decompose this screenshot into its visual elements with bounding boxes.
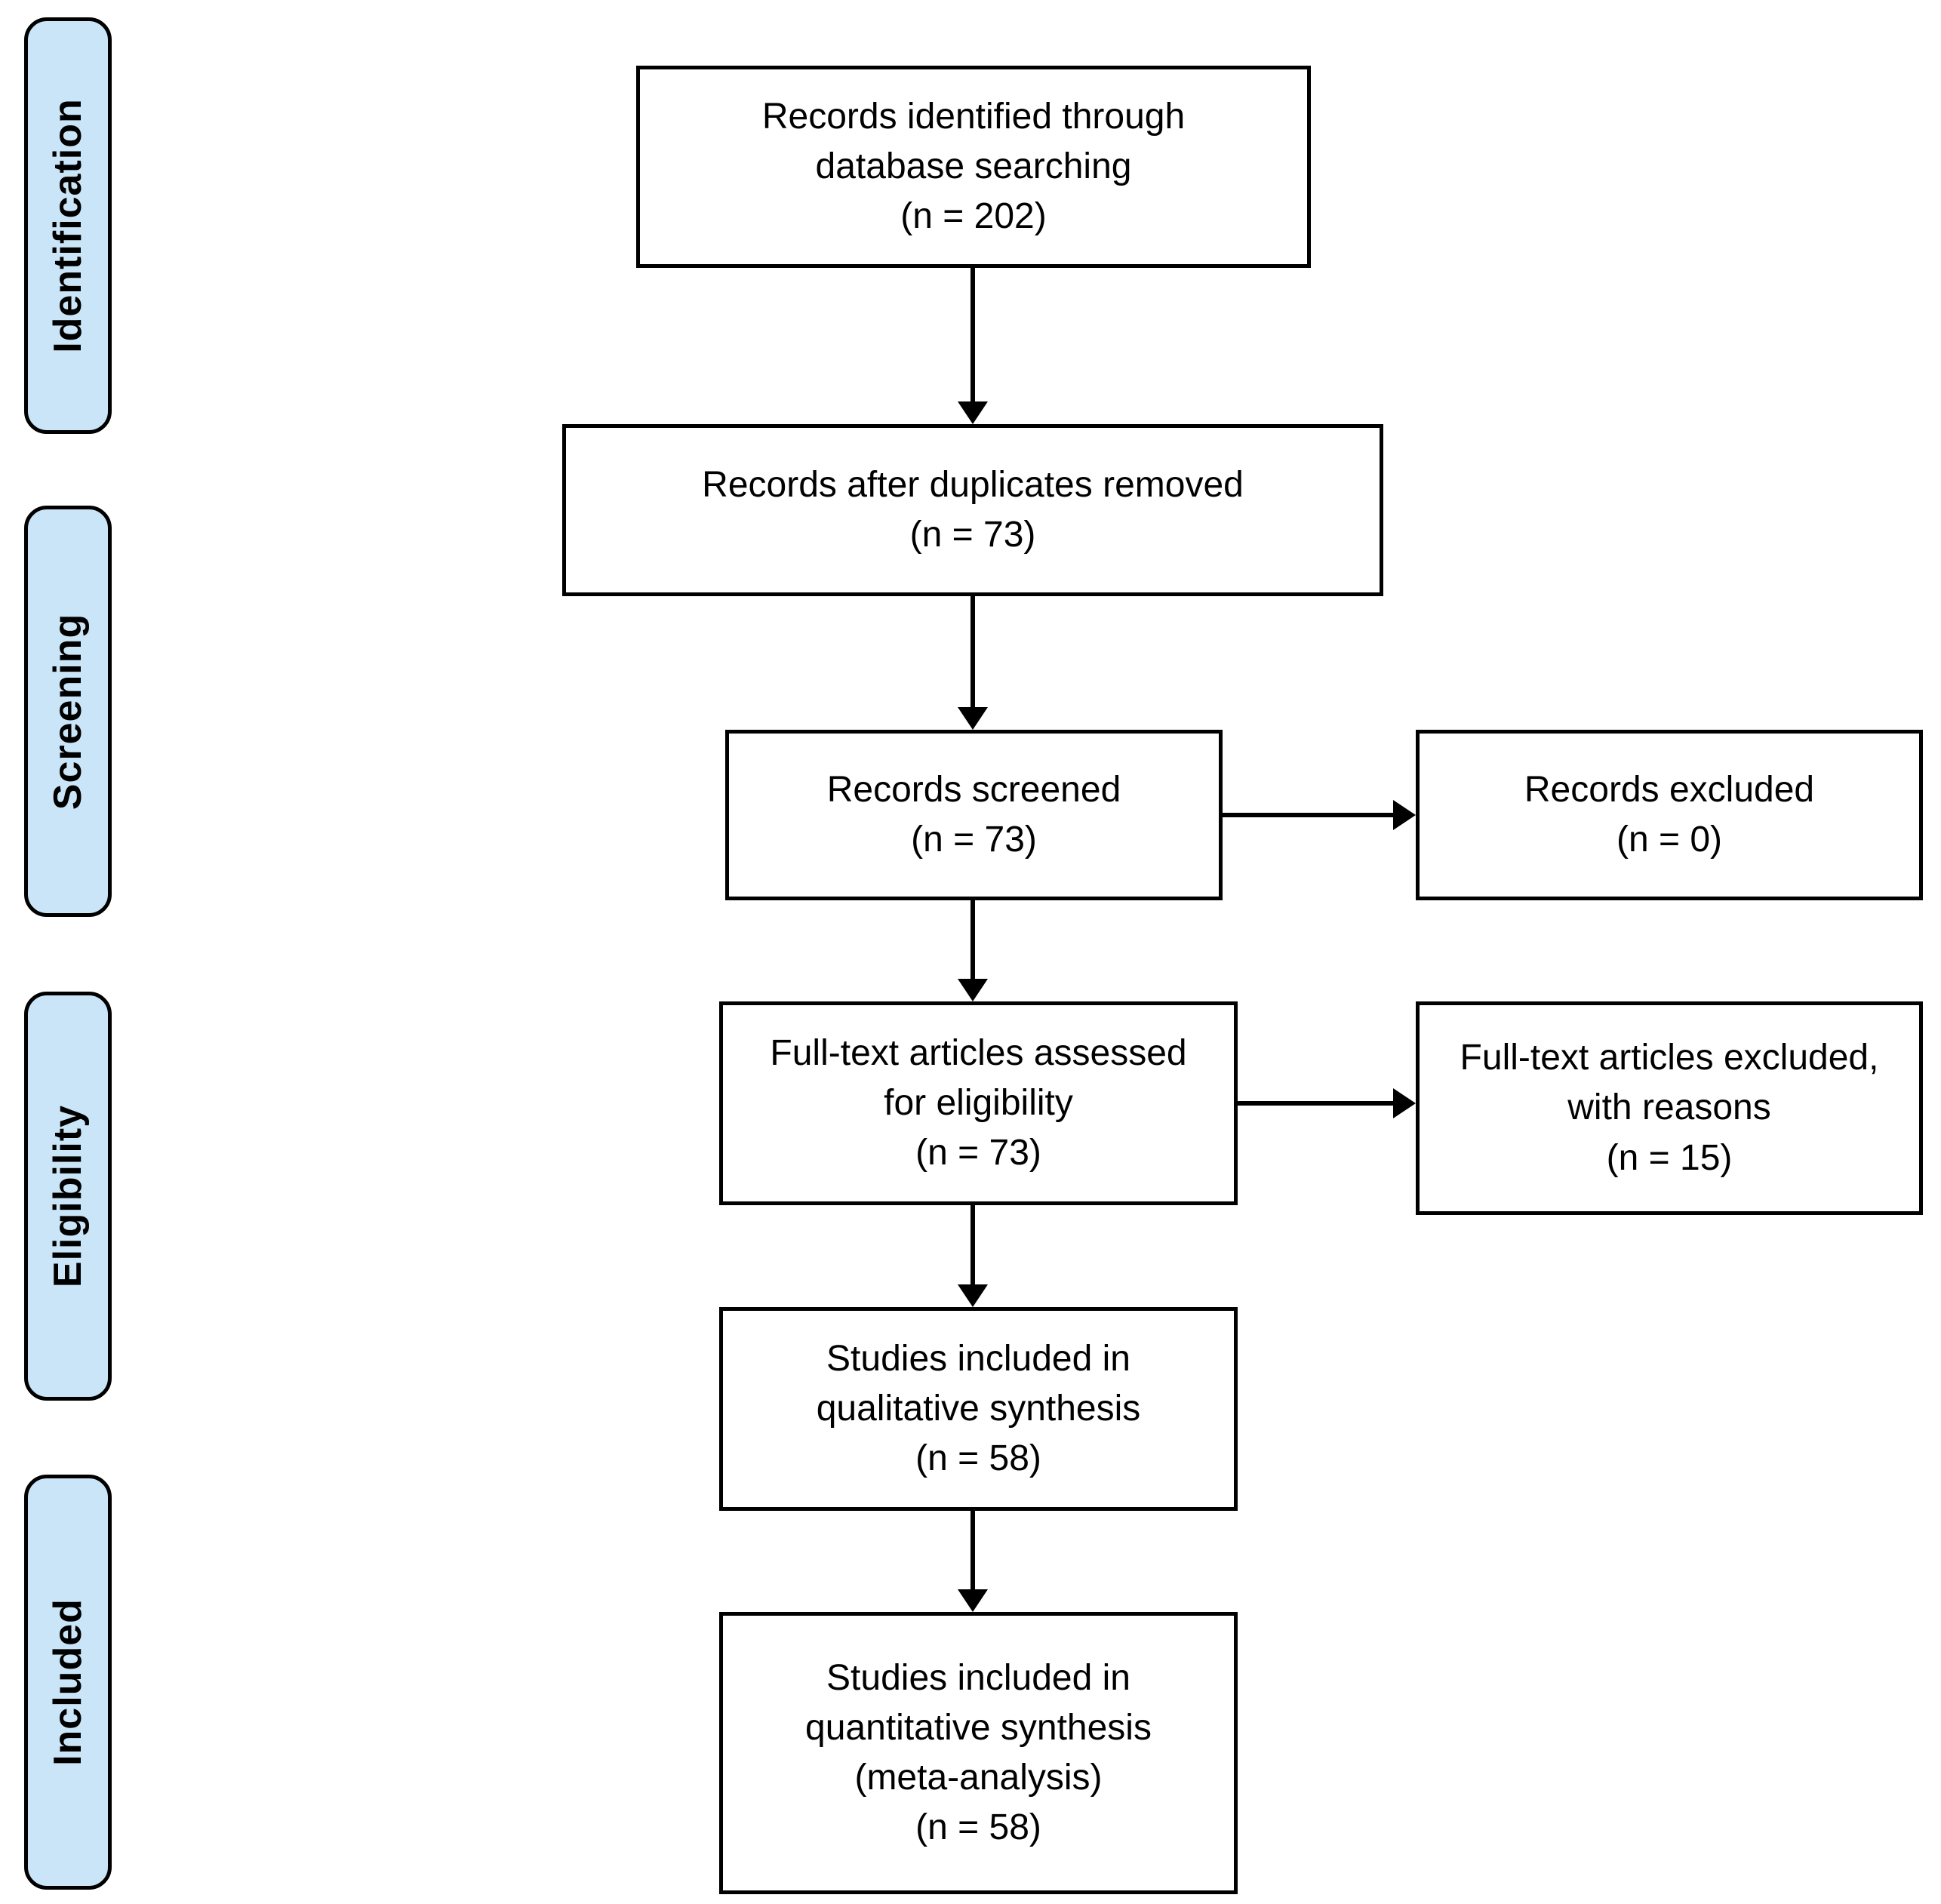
- box-duplicates-removed-count: (n = 73): [909, 515, 1036, 555]
- box-quantitative-synthesis: Studies included in quantitative synthes…: [719, 1612, 1238, 1894]
- box-records-screened-count: (n = 73): [911, 820, 1037, 860]
- box-duplicates-removed-line1: Records after duplicates removed: [702, 464, 1244, 505]
- box-fulltext-assessed: Full-text articles assessed for eligibil…: [719, 1001, 1238, 1205]
- box-fulltext-excluded-count: (n = 15): [1606, 1137, 1733, 1178]
- stage-screening: Screening: [24, 506, 112, 917]
- stage-identification: Identification: [24, 17, 112, 434]
- box-fulltext-assessed-line1: Full-text articles assessed: [770, 1032, 1187, 1073]
- box-duplicates-removed: Records after duplicates removed (n = 73…: [562, 424, 1383, 596]
- arrowhead-down-icon: [958, 401, 988, 424]
- box-records-screened-line1: Records screened: [826, 769, 1121, 810]
- box-quantitative-synthesis-line2: quantitative synthesis: [805, 1707, 1152, 1748]
- box-qualitative-synthesis-line1: Studies included in: [826, 1338, 1130, 1379]
- box-records-identified: Records identified through database sear…: [636, 66, 1311, 268]
- box-records-screened: Records screened (n = 73): [725, 730, 1223, 900]
- arrow-shaft: [970, 900, 975, 979]
- stage-identification-label: Identification: [46, 98, 90, 353]
- arrowhead-down-icon: [958, 1284, 988, 1307]
- box-fulltext-assessed-line2: for eligibility: [884, 1082, 1073, 1123]
- box-qualitative-synthesis-line2: qualitative synthesis: [816, 1388, 1141, 1429]
- arrowhead-right-icon: [1393, 800, 1416, 830]
- box-records-excluded-line1: Records excluded: [1524, 769, 1815, 810]
- arrow-shaft: [970, 268, 975, 401]
- stage-screening-label: Screening: [46, 613, 91, 810]
- box-quantitative-synthesis-line1: Studies included in: [826, 1657, 1130, 1698]
- stage-eligibility-label: Eligibility: [46, 1104, 91, 1288]
- box-fulltext-assessed-count: (n = 73): [915, 1133, 1041, 1173]
- arrow-shaft: [970, 1511, 975, 1589]
- box-fulltext-excluded: Full-text articles excluded, with reason…: [1416, 1001, 1923, 1215]
- arrowhead-down-icon: [958, 707, 988, 730]
- box-records-identified-line2: database searching: [815, 146, 1132, 186]
- stage-eligibility: Eligibility: [24, 992, 112, 1401]
- arrow-shaft: [1238, 1101, 1393, 1106]
- box-records-excluded: Records excluded (n = 0): [1416, 730, 1923, 900]
- box-qualitative-synthesis: Studies included in qualitative synthesi…: [719, 1307, 1238, 1511]
- box-fulltext-excluded-line1: Full-text articles excluded,: [1460, 1038, 1879, 1078]
- stage-included-label: Included: [46, 1598, 91, 1766]
- stage-included: Included: [24, 1475, 112, 1890]
- box-quantitative-synthesis-count: (n = 58): [915, 1807, 1041, 1848]
- box-records-identified-line1: Records identified through: [761, 96, 1186, 137]
- arrowhead-right-icon: [1393, 1088, 1416, 1118]
- arrowhead-down-icon: [958, 979, 988, 1001]
- box-quantitative-synthesis-line3: (meta-analysis): [854, 1758, 1103, 1798]
- arrow-shaft: [970, 1205, 975, 1284]
- box-qualitative-synthesis-count: (n = 58): [915, 1438, 1041, 1479]
- box-fulltext-excluded-line2: with reasons: [1567, 1087, 1771, 1128]
- arrow-shaft: [970, 596, 975, 707]
- box-records-identified-count: (n = 202): [900, 196, 1047, 237]
- box-records-excluded-count: (n = 0): [1616, 820, 1723, 860]
- arrowhead-down-icon: [958, 1589, 988, 1612]
- arrow-shaft: [1223, 813, 1393, 817]
